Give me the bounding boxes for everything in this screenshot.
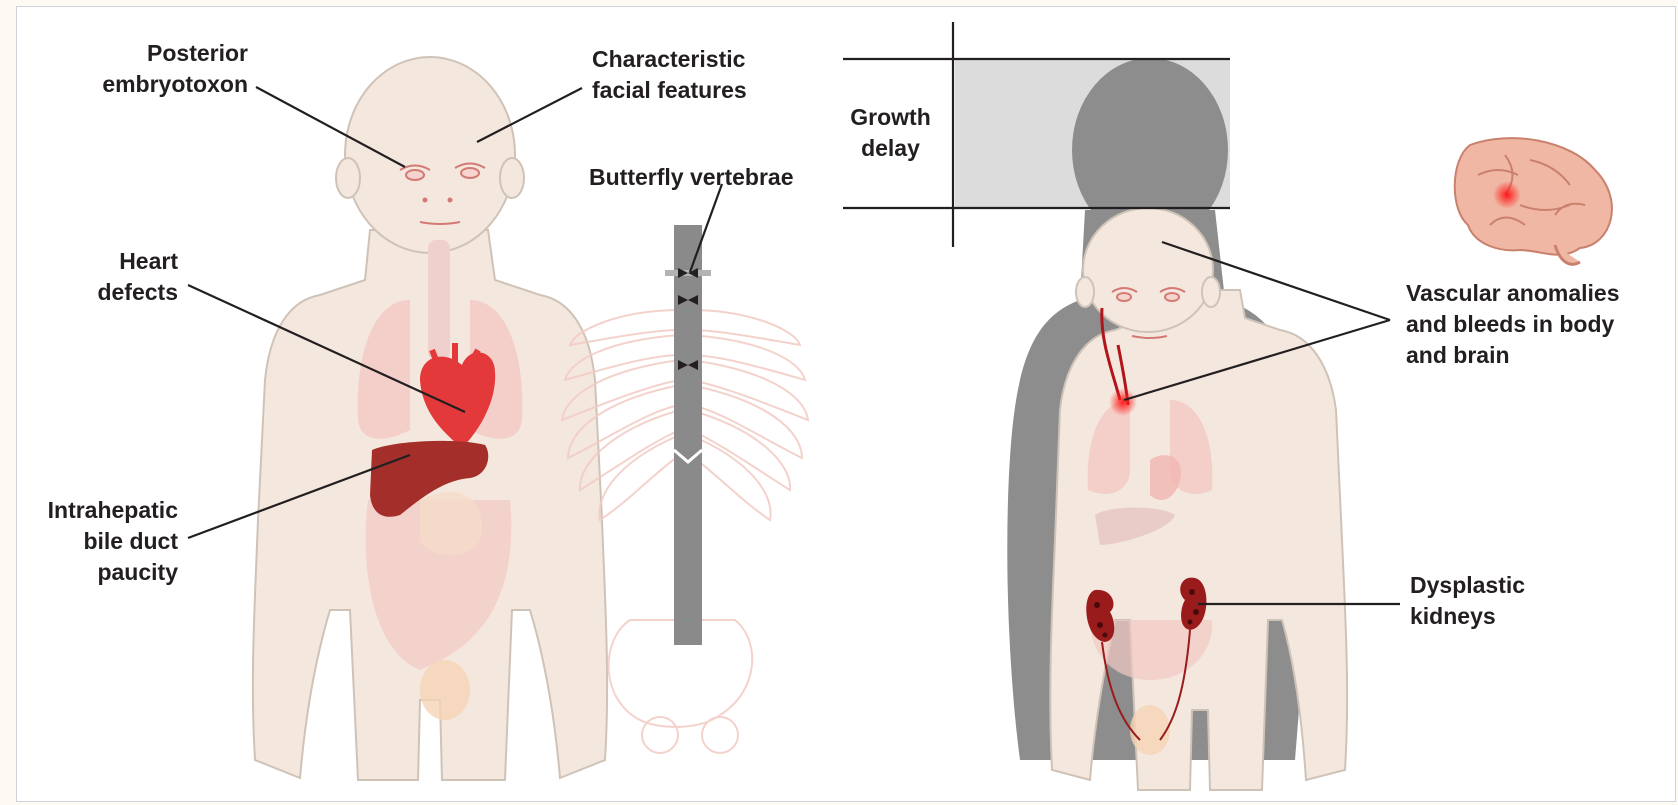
label-vascular-anomalies: Vascular anomalies and bleeds in body an… bbox=[1406, 278, 1666, 371]
label-facial-features: Characteristic facial features bbox=[592, 44, 792, 106]
label-butterfly-vertebrae: Butterfly vertebrae bbox=[589, 162, 829, 193]
label-heart-defects: Heart defects bbox=[60, 246, 178, 308]
brain-icon bbox=[1455, 138, 1612, 264]
right-child-body bbox=[1050, 208, 1347, 790]
label-dysplastic-kidneys: Dysplastic kidneys bbox=[1410, 570, 1570, 632]
spine bbox=[665, 225, 711, 645]
label-growth-delay: Growth delay bbox=[838, 102, 943, 164]
label-posterior-embryotoxon: Posterior embryotoxon bbox=[56, 38, 248, 100]
label-bile-duct-paucity: Intrahepatic bile duct paucity bbox=[20, 495, 178, 588]
